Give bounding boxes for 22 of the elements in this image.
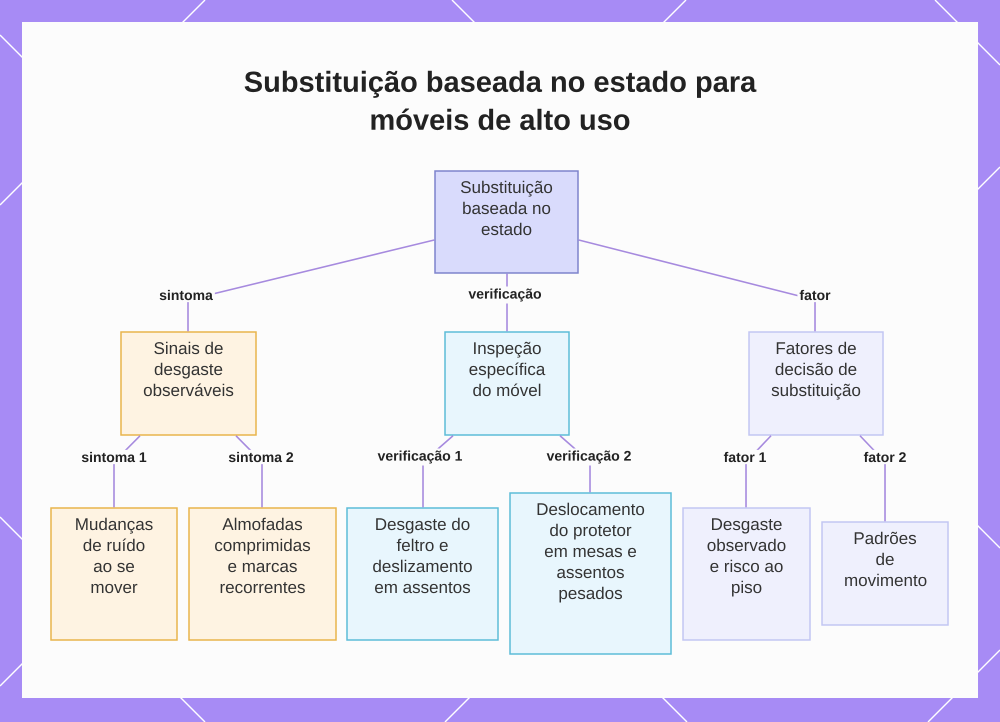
edge-label: verificação 2 [544, 448, 634, 466]
title: Substituição baseada no estado para móveis de alto uso [244, 70, 756, 130]
process-box: Substituição baseada no estado [434, 170, 579, 274]
connector [578, 239, 816, 332]
process-box: Sinais de desgaste observáveis [120, 331, 257, 436]
edge-label: fator 1 [722, 450, 768, 464]
process-box: Mudanças de ruído ao se mover [50, 507, 178, 641]
edge-label: sintoma 2 [226, 450, 296, 464]
edge-label: sintoma [157, 288, 215, 302]
process-box: Desgaste do feltro e deslizamento em assentos [346, 507, 499, 641]
process-box: Desgaste observado e risco ao piso [682, 507, 811, 641]
process-box: Padrões de movimento [821, 521, 949, 626]
edge-label: fator [797, 288, 833, 302]
edge-label: verificação 1 [376, 448, 464, 466]
process-box: Fatores de decisão de substituição [748, 331, 884, 436]
edge-label: verificação [466, 286, 544, 304]
edge-label: sintoma 1 [79, 450, 149, 464]
process-box: Deslocamento do protetor em mesas e assentos pesados [509, 492, 672, 655]
process-box: Inspeção específica do móvel [444, 331, 570, 436]
edge-label: fator 2 [862, 450, 908, 464]
connector [187, 239, 434, 332]
process-box: Almofadas comprimidas e marcas recorrentes [188, 507, 337, 641]
